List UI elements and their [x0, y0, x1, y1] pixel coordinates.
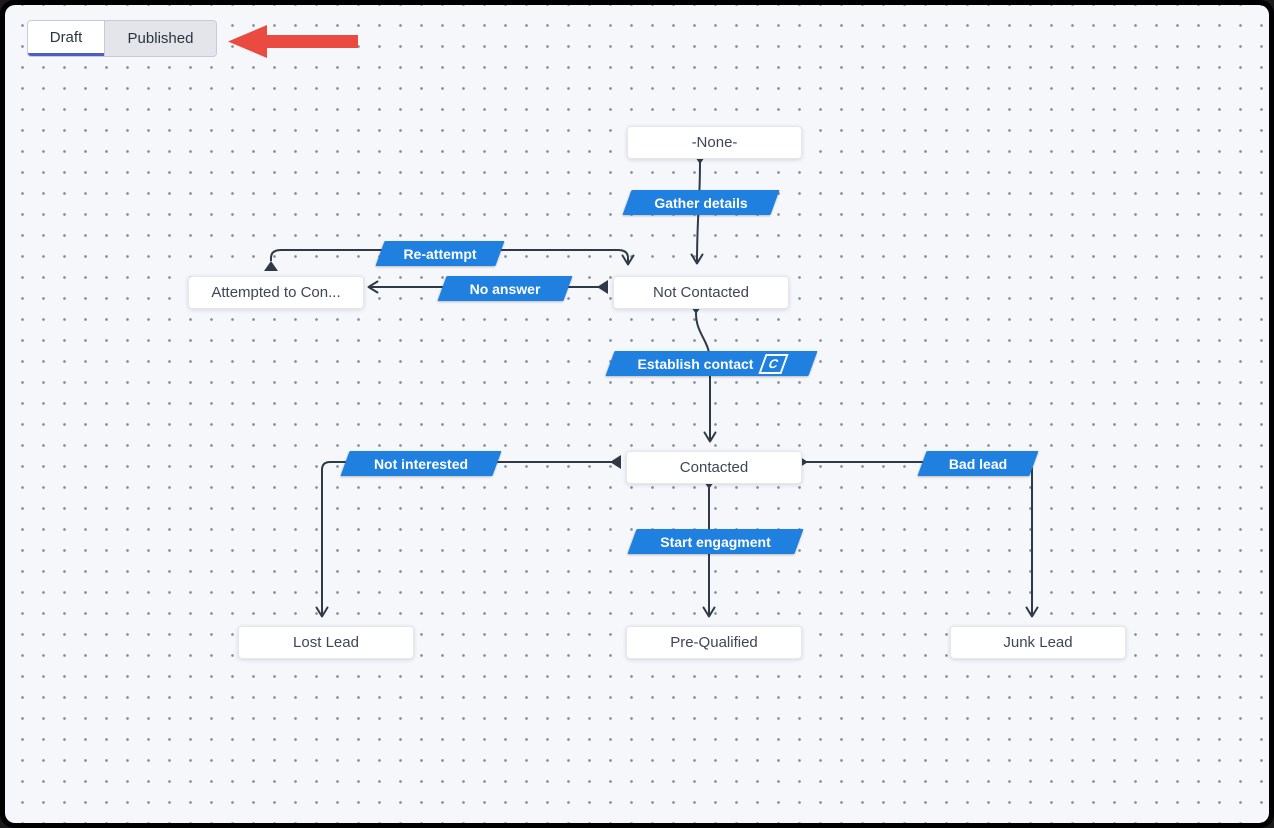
node-label: Junk Lead	[1003, 634, 1073, 651]
transition-start-engagement[interactable]: Start engagment	[627, 529, 804, 554]
node-not-contacted[interactable]: Not Contacted	[613, 276, 789, 309]
transition-re-attempt[interactable]: Re-attempt	[375, 241, 505, 266]
transition-label: Bad lead	[948, 455, 1008, 472]
node-label: Pre-Qualified	[670, 634, 758, 651]
node-attempted[interactable]: Attempted to Con...	[188, 276, 364, 309]
transition-label: Gather details	[654, 194, 748, 211]
transition-label: Re-attempt	[403, 245, 477, 262]
transition-label: Start engagment	[660, 533, 771, 550]
source-anchor	[264, 261, 278, 271]
node-junk-lead[interactable]: Junk Lead	[950, 626, 1126, 659]
node-label: Contacted	[679, 459, 749, 476]
transition-not-interested[interactable]: Not interested	[340, 451, 502, 476]
node-lost-lead[interactable]: Lost Lead	[238, 626, 414, 659]
source-anchor	[610, 455, 621, 469]
transition-bad-lead[interactable]: Bad lead	[917, 451, 1039, 476]
node-layer: -None- Not Contacted Attempted to Con... Co…	[5, 5, 1269, 823]
tab-published[interactable]: Published	[104, 21, 216, 56]
transition-label: Not interested	[373, 455, 469, 472]
node-none[interactable]: -None-	[627, 126, 802, 159]
node-label: Attempted to Con...	[211, 284, 341, 301]
transition-label: Establish contact	[637, 355, 754, 372]
node-contacted[interactable]: Contacted	[626, 451, 802, 484]
node-label: -None-	[691, 134, 738, 151]
tab-draft[interactable]: Draft	[28, 21, 104, 56]
red-arrow-annotation	[228, 25, 358, 58]
transition-no-answer[interactable]: No answer	[437, 276, 573, 301]
node-label: Lost Lead	[293, 634, 359, 651]
connector-not-interested	[315, 461, 612, 618]
draft-published-toggle: Draft Published	[27, 20, 217, 57]
node-label: Not Contacted	[653, 284, 749, 301]
node-pre-qualified[interactable]: Pre-Qualified	[626, 626, 802, 659]
transition-label: No answer	[469, 280, 541, 297]
source-anchor	[597, 280, 608, 294]
blueprint-canvas[interactable]: -None- Not Contacted Attempted to Con... Co…	[5, 5, 1269, 823]
transition-gather-details[interactable]: Gather details	[622, 190, 780, 215]
